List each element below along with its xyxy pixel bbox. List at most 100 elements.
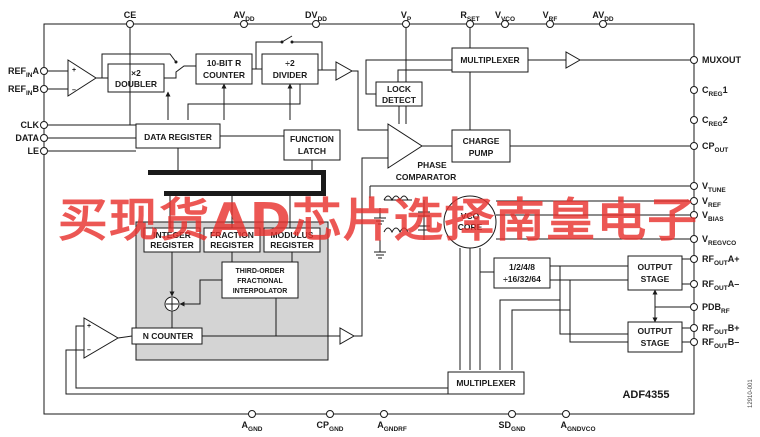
pin-rset-label: RSET <box>460 10 479 23</box>
feedback-plus-sign: + <box>87 323 91 330</box>
pin-agndvco <box>562 410 570 418</box>
bottom-multiplexer-block <box>447 371 525 395</box>
vco-label-2: CORE <box>458 222 483 232</box>
buffer-plus-sign: + <box>72 67 76 74</box>
doubler-label-1: ×2 <box>131 68 141 78</box>
divider-switch <box>281 35 293 43</box>
pin-avdd2 <box>599 20 607 28</box>
pin-refinb <box>40 85 48 93</box>
output-divider-label-1: 1/2/4/8 <box>509 262 535 272</box>
data-bus-top <box>148 170 326 175</box>
pin-avdd2-label: AVDD <box>592 10 614 23</box>
pin-agndrf-label: AGNDRF <box>377 420 407 433</box>
pin-rfouta-p-label: RFOUTA+ <box>702 254 740 267</box>
vco-label-1: VCO <box>461 211 480 221</box>
charge-pump-label-2: PUMP <box>469 148 494 158</box>
lock-detect-block <box>375 81 423 107</box>
interpolator-label-2: FRACTIONAL <box>237 278 283 285</box>
doubler-switch <box>164 65 196 79</box>
data-bus-bottom <box>164 191 326 196</box>
r-counter-label-2: COUNTER <box>203 70 245 80</box>
pin-ce-label: CE <box>124 10 137 20</box>
integer-register-block <box>143 227 201 253</box>
pin-refinb-label: REFINB <box>8 84 40 97</box>
modulus-register-block <box>263 227 321 253</box>
fraction-register-label-2: REGISTER <box>210 240 253 250</box>
right-pins <box>690 56 698 346</box>
pin-sdgnd-label: SDGND <box>499 420 526 433</box>
ref-input-buffer <box>67 59 97 97</box>
pin-dvdd-label: DVDD <box>305 10 327 23</box>
pin-agnd-label: AGND <box>242 420 263 433</box>
part-number: ADF4355 <box>622 389 669 401</box>
phase-comparator-label-2: COMPARATOR <box>396 172 456 182</box>
modulus-register-label-2: REGISTER <box>270 240 313 250</box>
pin-vvco <box>501 20 509 28</box>
divider-label-2: DIVIDER <box>273 70 307 80</box>
pin-vbias-label: VBIAS <box>702 210 724 223</box>
function-latch-label-1: FUNCTION <box>290 134 334 144</box>
data-register-label: DATA REGISTER <box>144 132 212 142</box>
lock-detect-label-2: DETECT <box>382 95 417 105</box>
ref-buffer <box>335 61 354 81</box>
interpolator-label-1: THIRD-ORDER <box>236 268 285 275</box>
pin-sdgnd <box>508 410 516 418</box>
n-buffer <box>339 327 356 345</box>
pin-vvco-label: VVCO <box>495 10 515 23</box>
bottom-multiplexer-label: MULTIPLEXER <box>456 378 515 388</box>
watermark-text: 买现货AD芯片选择南皇电子 <box>58 193 698 247</box>
varactor <box>418 200 430 240</box>
vco-inductor-2 <box>383 227 409 234</box>
muxout-buffer <box>565 51 582 69</box>
output-stage-a-label-1: OUTPUT <box>638 262 674 272</box>
pin-vtune-label: VTUNE <box>702 181 726 194</box>
r-counter-label-1: 10-BIT R <box>207 58 241 68</box>
phase-comparator <box>387 123 423 169</box>
pin-le <box>40 147 48 155</box>
pin-clk-label: CLK <box>21 120 40 130</box>
fraction-register-label-1: FRACTION <box>210 230 254 240</box>
output-stage-b-label-2: STAGE <box>641 338 670 348</box>
output-stage-b-label-1: OUTPUT <box>638 326 674 336</box>
pin-rfouta-m-label: RFOUTA– <box>702 279 739 292</box>
ground-symbol-1 <box>374 208 386 225</box>
integer-register-label-1: INTEGER <box>153 230 191 240</box>
pin-dvdd <box>312 20 320 28</box>
output-divider-label-2: ÷16/32/64 <box>503 274 541 284</box>
pin-vp-label: VP <box>401 10 412 23</box>
output-stage-b-block <box>627 321 683 353</box>
pin-agnd <box>248 410 256 418</box>
pin-data <box>40 134 48 142</box>
pin-refina-label: REFINA <box>8 66 40 79</box>
doubler-label-2: DOUBLER <box>115 79 157 89</box>
fraction-register-block <box>203 227 261 253</box>
top-multiplexer-label: MULTIPLEXER <box>460 55 519 65</box>
feedback-minus-sign: – <box>87 347 91 354</box>
pin-refina <box>40 67 48 75</box>
n-counter-label: N COUNTER <box>143 331 194 341</box>
divider-label-1: ÷2 <box>285 58 295 68</box>
charge-pump-label-1: CHARGE <box>463 136 500 146</box>
pin-rfoutb-p-label: RFOUTB+ <box>702 323 740 336</box>
function-latch-block <box>283 129 341 161</box>
ground-symbol-2 <box>374 240 386 259</box>
function-latch-label-2: LATCH <box>298 146 326 156</box>
phase-comparator-label-1: PHASE <box>417 160 447 170</box>
output-stage-a-label-2: STAGE <box>641 274 670 284</box>
pin-avdd-label: AVDD <box>233 10 255 23</box>
pin-vref-label: VREF <box>702 196 721 209</box>
pin-avdd <box>240 20 248 28</box>
vco-inductor-1 <box>383 195 409 202</box>
pin-agndrf <box>380 410 388 418</box>
lock-detect-label-1: LOCK <box>387 84 412 94</box>
interpolator-block <box>221 261 299 299</box>
pin-creg1-label: CREG1 <box>702 85 728 98</box>
pin-clk <box>40 121 48 129</box>
pin-rset <box>466 20 474 28</box>
integer-register-label-2: REGISTER <box>150 240 193 250</box>
pin-cpout-label: CPOUT <box>702 141 728 154</box>
pin-data-label: DATA <box>15 133 39 143</box>
figure-code: 12910-001 <box>748 379 754 408</box>
